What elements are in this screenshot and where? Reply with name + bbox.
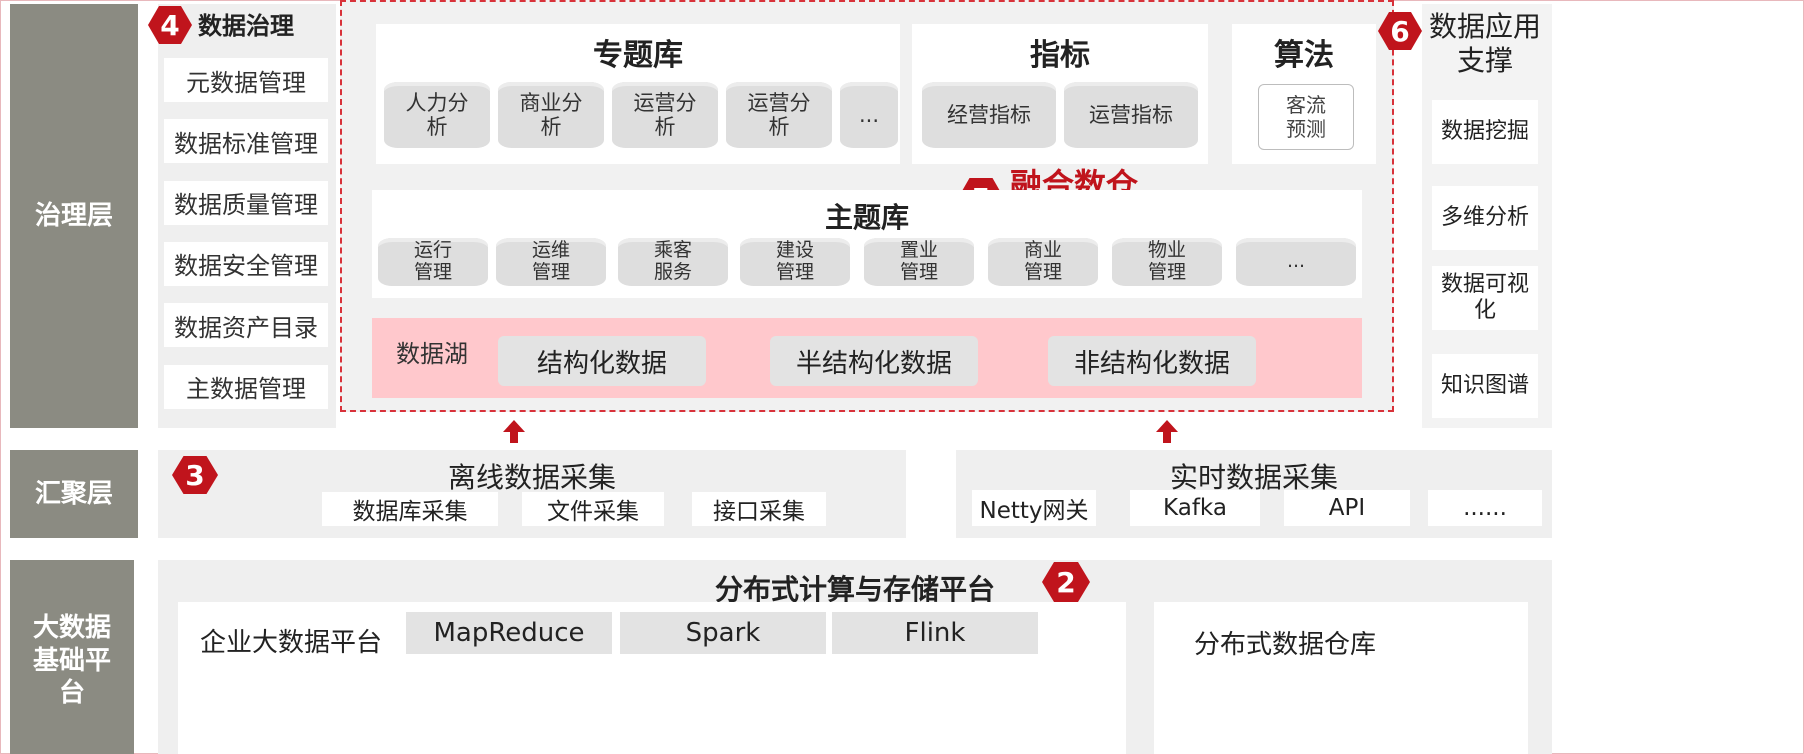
governance-item: 数据标准管理 xyxy=(164,119,328,164)
layer-label-governance: 治理层 xyxy=(10,4,138,428)
subject-db-item: 运行 管理 xyxy=(378,238,488,286)
badge-6: 6 xyxy=(1378,12,1422,50)
governance-title: 数据治理 xyxy=(198,12,294,40)
subject-db-title: 主题库 xyxy=(824,201,909,234)
governance-item: 数据安全管理 xyxy=(164,241,328,286)
badge-3: 3 xyxy=(172,456,218,494)
data-lake-title: 数据湖 xyxy=(396,340,468,368)
distributed-dw-panel xyxy=(1154,602,1528,754)
governance-item: 数据资产目录 xyxy=(164,303,328,348)
indicator-item: 运营指标 xyxy=(1064,82,1198,148)
subject-db-item: 物业 管理 xyxy=(1112,238,1222,286)
engine-item: MapReduce xyxy=(406,612,612,654)
offline-item: 数据库采集 xyxy=(322,492,498,526)
subject-db-item: ... xyxy=(1236,238,1356,286)
realtime-item: API xyxy=(1284,490,1410,526)
distributed-dw-label: 分布式数据仓库 xyxy=(1194,630,1377,660)
app-support-item: 数据可视 化 xyxy=(1432,266,1538,330)
realtime-item: Netty网关 xyxy=(972,490,1096,526)
topic-db-title: 专题库 xyxy=(593,38,683,73)
governance-item: 数据质量管理 xyxy=(164,180,328,225)
engine-item: Spark xyxy=(620,612,826,654)
subject-db-item: 乘客 服务 xyxy=(618,238,728,286)
app-support-item: 数据挖掘 xyxy=(1432,100,1538,164)
realtime-item: Kafka xyxy=(1130,490,1260,526)
offline-item: 接口采集 xyxy=(692,492,826,526)
data-lake-item: 结构化数据 xyxy=(498,336,706,386)
layer-governance-text: 治理层 xyxy=(34,200,113,231)
topic-db-item: 商业分 析 xyxy=(498,82,604,148)
topic-db-item: 运营分 析 xyxy=(726,82,832,148)
enterprise-platform-label: 企业大数据平台 xyxy=(200,628,383,658)
layer-label-aggregation: 汇聚层 xyxy=(10,450,138,538)
topic-db-item: 人力分 析 xyxy=(384,82,490,148)
topic-db-item: 运营分 析 xyxy=(612,82,718,148)
subject-db-item: 置业 管理 xyxy=(864,238,974,286)
offline-item: 文件采集 xyxy=(522,492,664,526)
topic-db-item: ... xyxy=(840,82,898,148)
governance-item: 元数据管理 xyxy=(164,58,328,102)
layer-bigdata-text: 大数据基础平台 xyxy=(32,613,111,708)
offline-title: 离线数据采集 xyxy=(447,461,616,494)
app-support-item: 多维分析 xyxy=(1432,186,1538,250)
subject-db-item: 运维 管理 xyxy=(496,238,606,286)
app-support-title: 数据应用 支撑 xyxy=(1428,10,1541,77)
governance-item: 主数据管理 xyxy=(164,364,328,409)
badge-2: 2 xyxy=(1042,562,1090,602)
subject-db-item: 商业 管理 xyxy=(988,238,1098,286)
data-lake-item: 半结构化数据 xyxy=(770,336,978,386)
platform-title: 分布式计算与存储平台 xyxy=(714,573,995,606)
subject-db-item: 建设 管理 xyxy=(740,238,850,286)
realtime-title: 实时数据采集 xyxy=(1169,461,1338,494)
layer-label-bigdata: 大数据基础平台 xyxy=(10,560,134,754)
data-lake-item: 非结构化数据 xyxy=(1048,336,1256,386)
indicators-title: 指标 xyxy=(1030,38,1090,73)
indicator-item: 经营指标 xyxy=(922,82,1056,148)
layer-aggregation-text: 汇聚层 xyxy=(34,478,113,509)
algorithm-item-passenger-forecast: 客流 预测 xyxy=(1258,84,1354,150)
realtime-item: ...... xyxy=(1428,490,1542,526)
algorithm-title: 算法 xyxy=(1274,38,1334,73)
engine-item: Flink xyxy=(832,612,1038,654)
app-support-item: 知识图谱 xyxy=(1432,354,1538,418)
